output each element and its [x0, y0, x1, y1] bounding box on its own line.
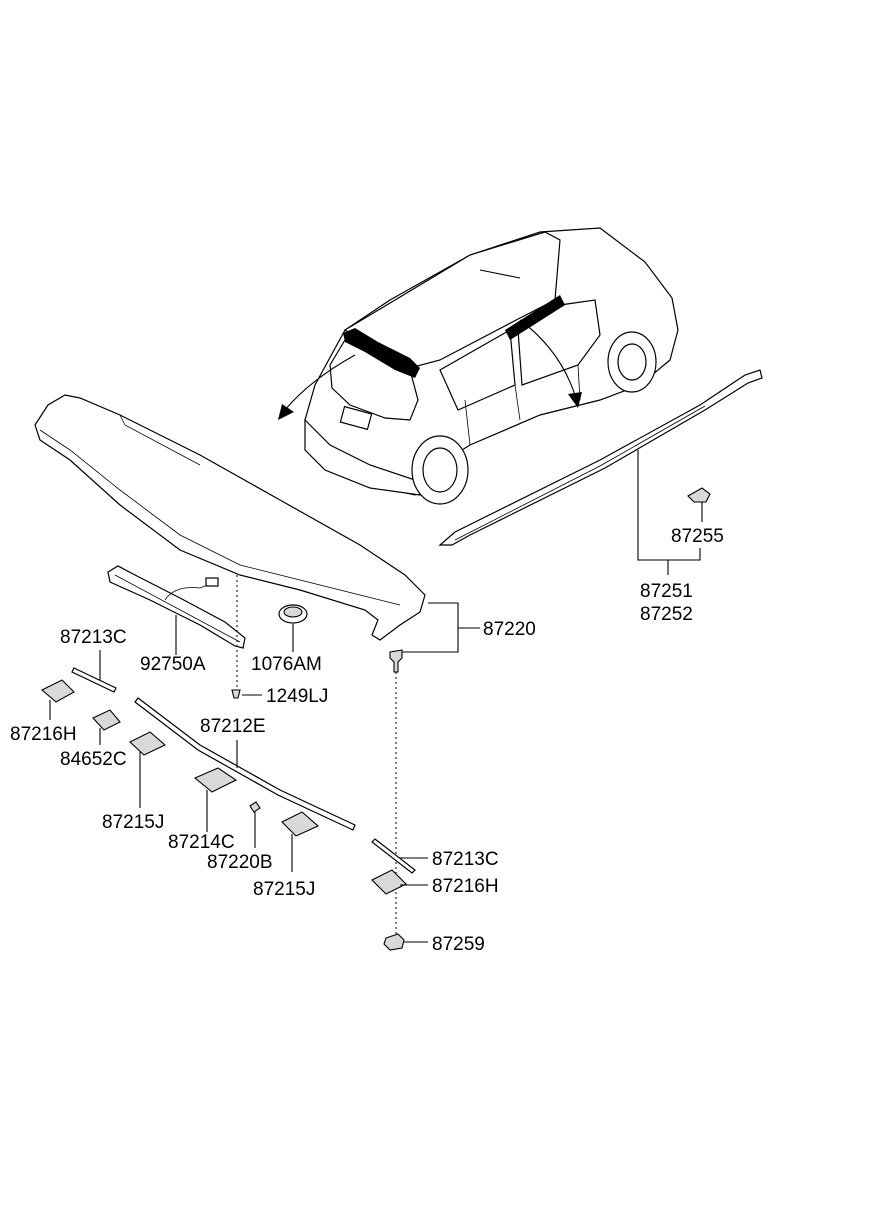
leader-87251: [637, 450, 701, 561]
pad-87215J-right: [281, 811, 320, 837]
label-87215J-right: 87215J: [253, 879, 315, 900]
stop-lamp-part: [107, 565, 246, 649]
tape-87213C-top: [71, 667, 117, 693]
label-87259: 87259: [432, 934, 485, 955]
label-1076AM: 1076AM: [251, 654, 322, 675]
pad-87215J-left: [129, 731, 166, 756]
tape-87213C-right: [371, 838, 416, 874]
car-illustration: [278, 227, 679, 505]
seal-87212E: [134, 697, 356, 831]
pad-87216H-left: [41, 679, 75, 703]
label-1249LJ: 1249LJ: [266, 686, 328, 707]
label-87255: 87255: [671, 526, 724, 547]
label-84652C: 84652C: [60, 749, 127, 770]
pad-87214C: [193, 767, 238, 793]
label-87212E: 87212E: [200, 716, 266, 737]
label-87213C-top: 87213C: [60, 627, 127, 648]
pad-87216H-right: [371, 869, 407, 895]
label-87213C-right: 87213C: [432, 849, 499, 870]
label-87214C: 87214C: [168, 832, 235, 853]
label-92750A: 92750A: [140, 654, 206, 675]
label-87220: 87220: [483, 619, 536, 640]
clip-87255-part: [687, 487, 711, 503]
grommet-part: [278, 604, 308, 624]
nut-part: [383, 933, 405, 951]
roof-rail-part: [438, 369, 763, 546]
label-87216H-left: 87216H: [10, 724, 77, 745]
pad-84652C: [92, 709, 121, 731]
label-87215J-left: 87215J: [102, 812, 164, 833]
label-87216H-right: 87216H: [432, 876, 499, 897]
label-87251: 87251: [640, 581, 693, 602]
label-87220B: 87220B: [207, 852, 273, 873]
rear-spoiler-part: [34, 394, 426, 641]
screw-part: [231, 689, 241, 699]
label-87252: 87252: [640, 604, 693, 625]
pad-87220B: [249, 801, 261, 813]
bolt-part: [389, 649, 403, 673]
